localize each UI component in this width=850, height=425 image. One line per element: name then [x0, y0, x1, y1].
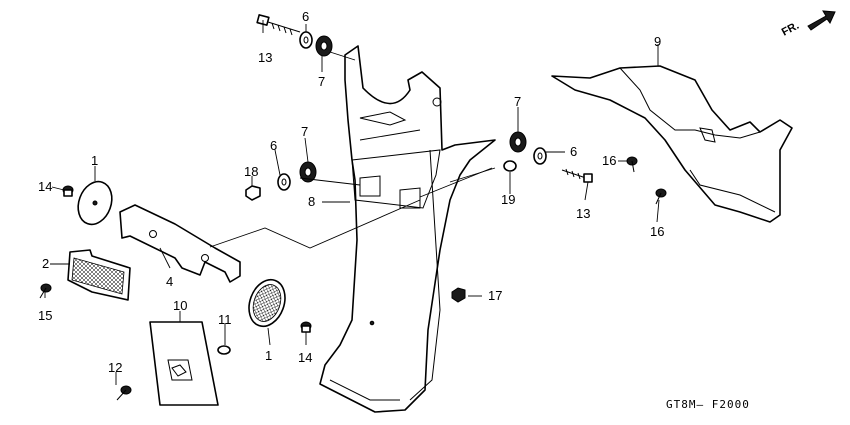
- inner-fender-ridge: [619, 67, 761, 139]
- callout-6-middle: 6: [270, 138, 277, 153]
- callout-12: 12: [108, 360, 122, 375]
- bracket-hole-left: [149, 230, 157, 238]
- arrow-icon: [807, 10, 836, 31]
- part-13-bolt-right: [561, 168, 593, 183]
- callout-9: 9: [654, 34, 661, 49]
- callout-16-lower: 16: [650, 224, 664, 239]
- inner-fender-lower-edge: [689, 169, 776, 213]
- callout-15: 15: [38, 308, 52, 323]
- front-direction-arrow: FR.: [780, 10, 836, 39]
- part-11-washer: [217, 345, 231, 355]
- callout-4: 4: [166, 274, 173, 289]
- fender-edge-line: [409, 149, 441, 401]
- inner-fender-tab: [699, 127, 716, 143]
- callout-7-middle: 7: [301, 124, 308, 139]
- callout-14-lower: 14: [298, 350, 312, 365]
- callout-2: 2: [42, 256, 49, 271]
- callout-6-right: 6: [570, 144, 577, 159]
- part-14-screw-lower: [300, 321, 312, 333]
- part-18-nut: [245, 185, 261, 201]
- fender-slot: [359, 111, 407, 126]
- bracket-hole-right: [201, 254, 209, 262]
- callout-8: 8: [308, 194, 315, 209]
- part-14-screw-upper: [62, 185, 74, 197]
- diagram-code: GT8M— F2000: [666, 398, 750, 411]
- part-15-screw: [39, 283, 52, 299]
- fasteners: [39, 14, 667, 401]
- round-reflector-center: [92, 200, 98, 206]
- part-4-reflector-bracket: [119, 204, 241, 283]
- part-2-reflector-rectangular: [67, 249, 131, 301]
- callout-18: 18: [244, 164, 258, 179]
- part-1-reflector-round-upper: [77, 180, 113, 226]
- front-direction-label: FR.: [780, 20, 801, 39]
- fender-hole-left: [359, 175, 381, 197]
- rect-reflector-lens: [71, 257, 125, 295]
- round-reflector-grid: [252, 284, 282, 322]
- callout-14-upper: 14: [38, 179, 52, 194]
- bracket-body: [119, 204, 241, 283]
- part-16-screw-upper: [626, 156, 638, 173]
- fender-lip-line: [329, 379, 400, 401]
- part-6-collar-right: [533, 147, 547, 165]
- callout-16-upper: 16: [602, 153, 616, 168]
- part-17-nut: [451, 287, 466, 303]
- part-6-collar-upper: [299, 31, 313, 49]
- callout-19: 19: [501, 192, 515, 207]
- inner-fender-body: [551, 65, 793, 223]
- fender-body: [319, 45, 496, 413]
- part-10-license-plate: [149, 321, 219, 406]
- part-9-inner-fender: [551, 65, 793, 223]
- callout-1-upper: 1: [91, 153, 98, 168]
- leader-lines: [44, 20, 660, 385]
- fender-rivet: [369, 320, 375, 326]
- callout-7-upper: 7: [318, 74, 325, 89]
- part-7-grommet-right: [509, 131, 527, 153]
- callout-labels: 13 6 7 9 7 6 7 6 18 8 13 19 16 16 1 14 2…: [38, 9, 664, 375]
- license-plate-window: [167, 359, 193, 381]
- part-1-reflector-round-lower: [248, 278, 286, 328]
- part-8-rear-fender: [319, 45, 496, 413]
- fender-plate-recess: [351, 149, 441, 209]
- license-plate-emblem: [171, 364, 187, 377]
- part-19-nut: [503, 160, 517, 172]
- part-6-collar-middle: [277, 173, 291, 191]
- callout-13-upper: 13: [258, 50, 272, 65]
- callout-1-lower: 1: [265, 348, 272, 363]
- callout-13-right: 13: [576, 206, 590, 221]
- callout-7-right: 7: [514, 94, 521, 109]
- callout-11: 11: [218, 312, 232, 327]
- part-16-screw-lower: [655, 188, 667, 205]
- part-7-grommet-upper: [315, 35, 333, 57]
- callout-17: 17: [488, 288, 502, 303]
- callout-10: 10: [173, 298, 187, 313]
- fender-mount-hole: [432, 97, 442, 107]
- fender-hole-right: [399, 187, 421, 209]
- license-plate: [149, 321, 219, 406]
- part-12-screw: [116, 385, 132, 401]
- part-13-bolt-upper: [256, 14, 301, 36]
- callout-6-upper: 6: [302, 9, 309, 24]
